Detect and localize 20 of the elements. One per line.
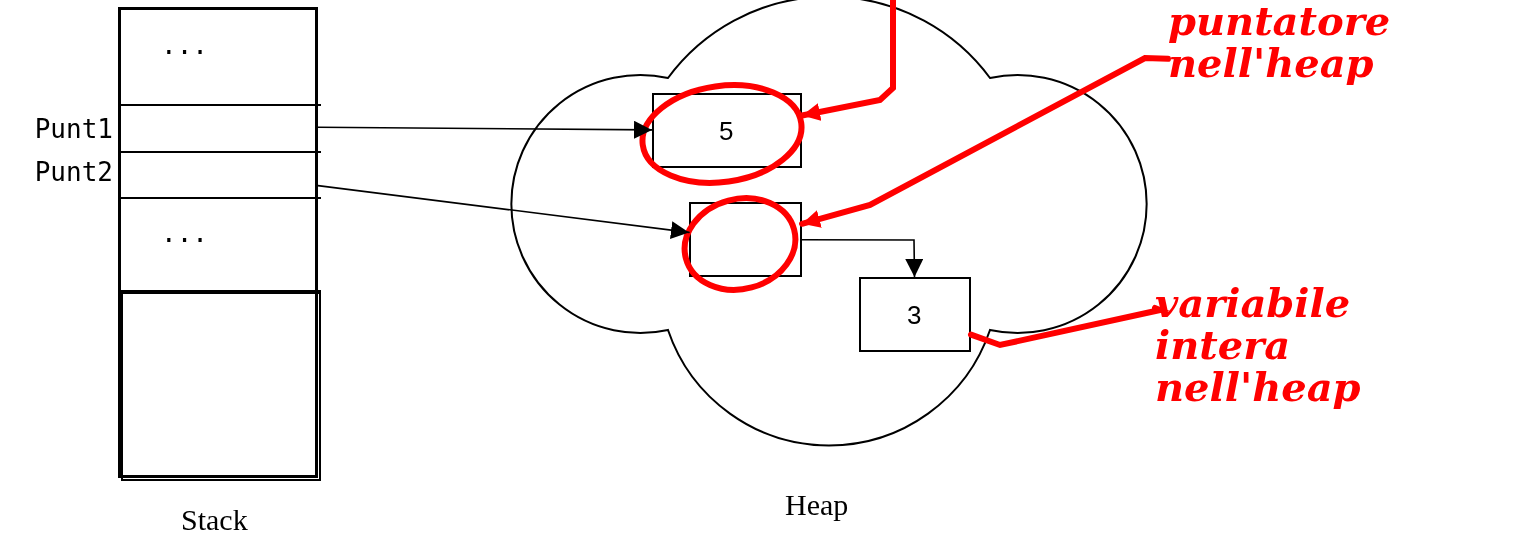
stack-label: Stack — [181, 503, 248, 533]
memory-box — [689, 202, 802, 277]
pointer-arrow — [317, 184, 690, 240]
leader-line — [968, 304, 1170, 349]
variable-name: Punt1 — [34, 114, 113, 144]
ellipsis: ... — [161, 30, 208, 60]
variable-name: Punt2 — [34, 157, 113, 187]
ellipsis: ... — [161, 217, 208, 248]
memory-box — [859, 277, 971, 352]
stack-cell — [121, 292, 321, 481]
value-text: 3 — [907, 299, 922, 331]
heap-label: Heap — [785, 488, 849, 522]
handwritten-note: puntatore nell'heap — [1168, 0, 1392, 84]
annotation-arrow — [799, 0, 896, 121]
pointer-arrow — [801, 238, 924, 278]
leader-line — [799, 54, 1171, 228]
memory-box — [652, 93, 802, 168]
value-text: 5 — [719, 115, 734, 147]
handwritten-note: variabile intera nell'heap — [1155, 282, 1362, 408]
pointer-arrow — [317, 120, 653, 139]
